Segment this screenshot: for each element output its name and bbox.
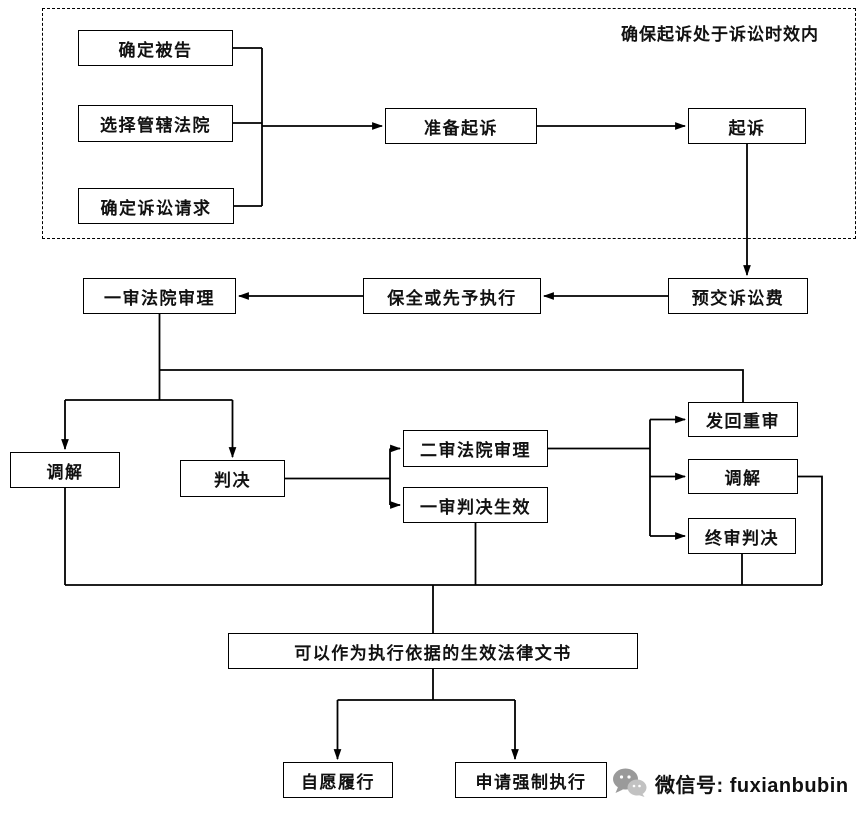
node-judgment: 判决 xyxy=(180,460,285,497)
node-prepay-litigation-fee: 预交诉讼费 xyxy=(668,278,808,314)
node-determine-claims: 确定诉讼请求 xyxy=(78,188,234,224)
node-final-judgment: 终审判决 xyxy=(688,518,796,554)
node-first-instance-trial: 一审法院审理 xyxy=(83,278,236,314)
wechat-icon xyxy=(612,767,648,799)
node-preservation-or-advance-execution: 保全或先予执行 xyxy=(363,278,541,314)
node-enforceable-legal-documents: 可以作为执行依据的生效法律文书 xyxy=(228,633,638,669)
node-mediation-first-instance: 调解 xyxy=(10,452,120,488)
node-mediation-second-instance: 调解 xyxy=(688,459,798,494)
node-second-instance-trial: 二审法院审理 xyxy=(403,430,548,467)
statute-of-limitations-note: 确保起诉处于诉讼时效内 xyxy=(621,25,819,44)
node-voluntary-performance: 自愿履行 xyxy=(283,762,393,798)
node-remand-for-retrial: 发回重审 xyxy=(688,402,798,437)
node-first-instance-judgment-effective: 一审判决生效 xyxy=(403,487,548,523)
node-choose-jurisdiction-court: 选择管辖法院 xyxy=(78,105,233,142)
wechat-footer: 微信号: fuxianbubin xyxy=(612,764,849,802)
wechat-id-label: 微信号: fuxianbubin xyxy=(655,774,849,797)
node-file-lawsuit: 起诉 xyxy=(688,108,806,144)
pre-filing-dashed-region xyxy=(42,8,856,239)
node-determine-defendant: 确定被告 xyxy=(78,30,233,66)
node-apply-compulsory-execution: 申请强制执行 xyxy=(455,762,607,798)
node-prepare-lawsuit: 准备起诉 xyxy=(385,108,537,144)
